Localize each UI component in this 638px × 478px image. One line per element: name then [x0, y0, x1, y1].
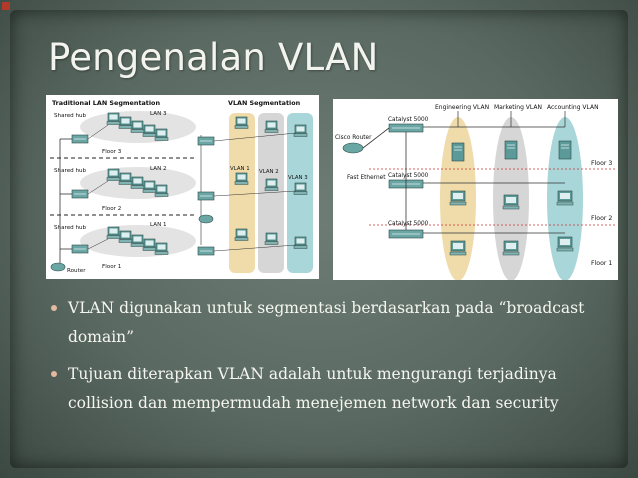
vlan-header-engineering: Engineering VLAN [435, 104, 489, 111]
switch-label-mid: Catalyst 5000 [388, 173, 429, 179]
vlan-label-2: VLAN 2 [259, 169, 279, 175]
vlan-label-3: VLAN 3 [288, 175, 308, 181]
vlan-label-1: VLAN 1 [230, 166, 250, 172]
hub-label-2: Shared hub [54, 168, 87, 174]
router-label-left: Router [67, 268, 86, 274]
switch-label-bottom: Catalyst 5000 [388, 221, 429, 227]
switch-label-top: Catalyst 5000 [388, 117, 429, 123]
floor-label-3: Floor 3 [102, 149, 122, 155]
floor-label-right-1: Floor 1 [591, 260, 612, 267]
floor-label-right-2: Floor 2 [591, 215, 612, 222]
bullet-text: VLAN digunakan untuk segmentasi berdasar… [68, 299, 585, 346]
fast-ethernet-label: Fast Ethernet [347, 175, 386, 181]
floor-label-1: Floor 1 [102, 264, 122, 270]
lan-label-1: LAN 1 [150, 222, 167, 228]
floor-label-right-3: Floor 3 [591, 160, 612, 167]
bullet-text: Tujuan diterapkan VLAN adalah untuk meng… [68, 365, 559, 412]
bullet-dot-icon [51, 371, 57, 377]
vlan-segmentation-heading: VLAN Segmentation [228, 99, 301, 107]
lan-label-3: LAN 3 [150, 111, 167, 117]
hub-label-1: Shared hub [54, 225, 87, 231]
hub-label-3: Shared hub [54, 113, 87, 119]
vlan-network-diagram: Engineering VLAN Marketing VLAN Accounti… [333, 99, 618, 281]
corner-mark [2, 2, 10, 10]
bullet-item: Tujuan diterapkan VLAN adalah untuk meng… [50, 360, 620, 418]
bullet-dot-icon [51, 305, 57, 311]
traditional-heading: Traditional LAN Segmentation [52, 99, 160, 107]
bullet-item: VLAN digunakan untuk segmentasi berdasar… [50, 294, 620, 352]
vlan-header-accounting: Accounting VLAN [547, 104, 599, 111]
vlan-header-marketing: Marketing VLAN [494, 104, 542, 111]
floor-label-2: Floor 2 [102, 206, 121, 212]
router-label-right: Cisco Router [335, 135, 372, 141]
slide-title: Pengenalan VLAN [48, 36, 379, 79]
lan-label-2: LAN 2 [150, 166, 167, 172]
lan-segmentation-diagram: Traditional LAN Segmentation VLAN Segmen… [46, 95, 319, 279]
bullet-list: VLAN digunakan untuk segmentasi berdasar… [50, 294, 620, 426]
